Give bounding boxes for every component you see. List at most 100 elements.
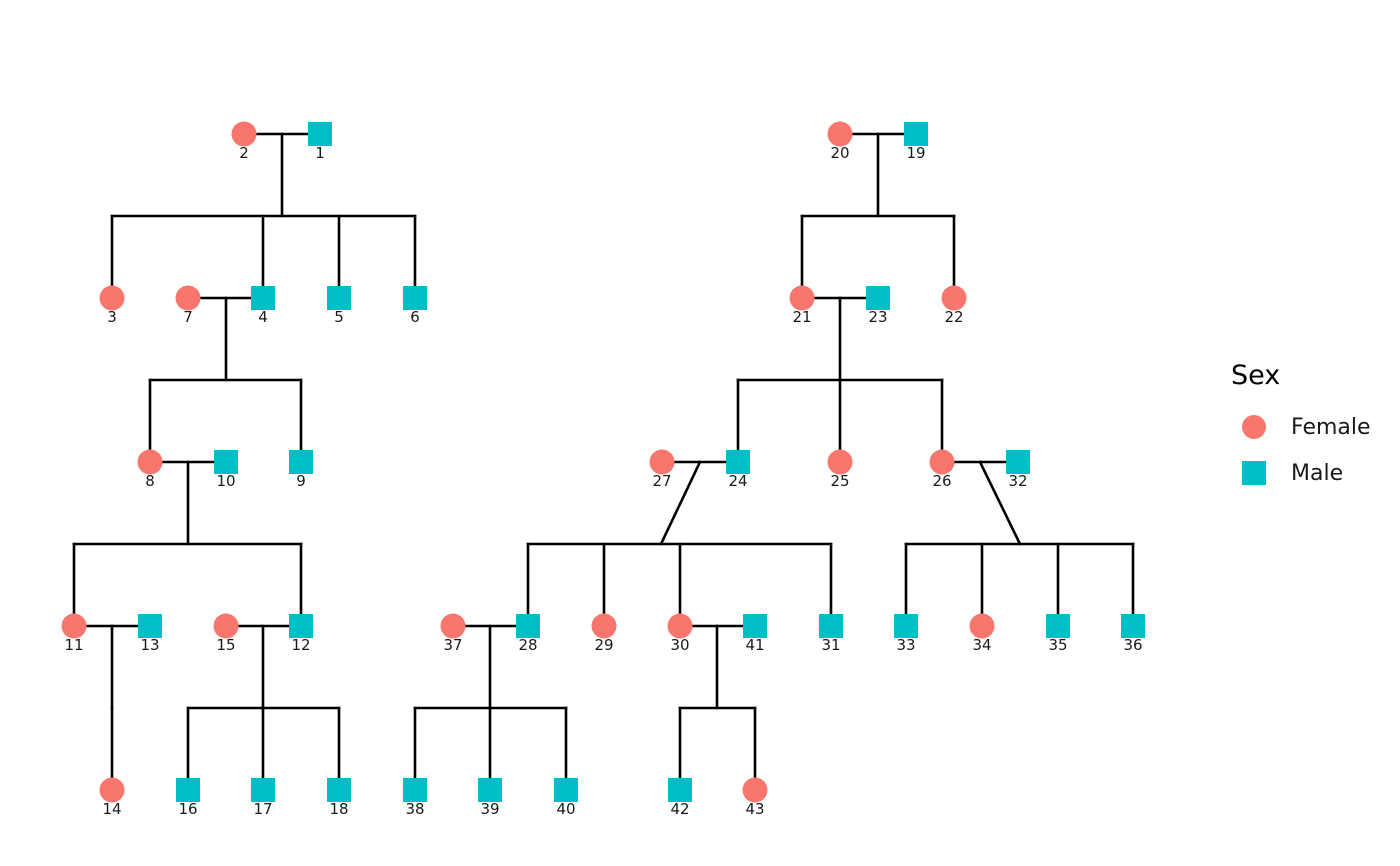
female-node (440, 613, 466, 639)
female-node (99, 777, 125, 803)
female-node (137, 449, 163, 475)
individual-id-label: 6 (410, 308, 420, 326)
individual-id-label: 22 (944, 308, 963, 326)
individual-nodes (61, 121, 1145, 803)
male-node (819, 614, 843, 638)
female-node (667, 613, 693, 639)
female-node (175, 285, 201, 311)
individual-id-label: 40 (556, 800, 575, 818)
male-node (866, 286, 890, 310)
individual-id-label: 39 (480, 800, 499, 818)
individual-id-label: 12 (291, 636, 310, 654)
male-node (894, 614, 918, 638)
individual-id-label: 13 (140, 636, 159, 654)
female-node (99, 285, 125, 311)
individual-id-label: 14 (102, 800, 121, 818)
male-node (214, 450, 238, 474)
legend-label-male: Male (1291, 460, 1344, 486)
legend: Sex Female Male (1231, 360, 1396, 496)
individual-id-label: 28 (518, 636, 537, 654)
male-node (176, 778, 200, 802)
individual-id-label: 36 (1123, 636, 1142, 654)
male-node (327, 778, 351, 802)
individual-id-label: 18 (329, 800, 348, 818)
male-node (726, 450, 750, 474)
descent-line (978, 460, 1022, 546)
individual-id-label: 21 (792, 308, 811, 326)
descent-line (659, 460, 702, 546)
individual-id-label: 34 (972, 636, 991, 654)
individual-id-label: 23 (868, 308, 887, 326)
individual-id-label: 37 (443, 636, 462, 654)
male-square-icon (1242, 461, 1266, 485)
female-node (61, 613, 87, 639)
female-node (789, 285, 815, 311)
individual-id-label: 16 (178, 800, 197, 818)
individual-id-label: 38 (405, 800, 424, 818)
male-node (138, 614, 162, 638)
individual-id-label: 9 (296, 472, 306, 490)
individual-id-label: 2 (239, 144, 249, 162)
legend-key-male (1231, 458, 1275, 488)
individual-id-label: 43 (745, 800, 764, 818)
male-node (289, 450, 313, 474)
individual-id-label: 32 (1008, 472, 1027, 490)
male-node (327, 286, 351, 310)
male-node (516, 614, 540, 638)
individual-id-label: 11 (64, 636, 83, 654)
individual-id-label: 4 (258, 308, 268, 326)
individual-id-label: 29 (594, 636, 613, 654)
legend-label-female: Female (1291, 414, 1371, 440)
male-node (403, 778, 427, 802)
female-node (929, 449, 955, 475)
legend-title: Sex (1231, 360, 1281, 391)
legend-item-female: Female (1231, 404, 1396, 450)
individual-id-label: 8 (145, 472, 155, 490)
relationship-lines (72, 132, 1135, 792)
female-node (827, 121, 853, 147)
male-node (1006, 450, 1030, 474)
individual-id-label: 7 (183, 308, 193, 326)
individual-id-label: 31 (821, 636, 840, 654)
individual-id-label: 41 (745, 636, 764, 654)
male-node (251, 778, 275, 802)
female-node (969, 613, 995, 639)
legend-item-male: Male (1231, 450, 1396, 496)
individual-id-label: 15 (216, 636, 235, 654)
individual-id-label: 10 (216, 472, 235, 490)
individual-id-label: 30 (670, 636, 689, 654)
individual-id-label: 3 (107, 308, 117, 326)
male-node (251, 286, 275, 310)
individual-id-label: 35 (1048, 636, 1067, 654)
individual-id-label: 27 (652, 472, 671, 490)
individual-id-label: 25 (830, 472, 849, 490)
female-node (827, 449, 853, 475)
legend-key-female (1231, 412, 1275, 442)
female-node (591, 613, 617, 639)
individual-id-label: 17 (253, 800, 272, 818)
female-node (649, 449, 675, 475)
individual-id-label: 33 (896, 636, 915, 654)
female-circle-icon (1242, 415, 1266, 439)
male-node (554, 778, 578, 802)
male-node (289, 614, 313, 638)
male-node (308, 122, 332, 146)
male-node (904, 122, 928, 146)
female-node (742, 777, 768, 803)
female-node (213, 613, 239, 639)
individual-id-label: 20 (830, 144, 849, 162)
individual-id-label: 42 (670, 800, 689, 818)
individual-id-label: 24 (728, 472, 747, 490)
male-node (1046, 614, 1070, 638)
individual-id-label: 26 (932, 472, 951, 490)
male-node (1121, 614, 1145, 638)
individual-id-label: 19 (906, 144, 925, 162)
female-node (231, 121, 257, 147)
male-node (403, 286, 427, 310)
individual-id-label: 1 (315, 144, 325, 162)
individual-id-label: 5 (334, 308, 344, 326)
male-node (743, 614, 767, 638)
male-node (478, 778, 502, 802)
